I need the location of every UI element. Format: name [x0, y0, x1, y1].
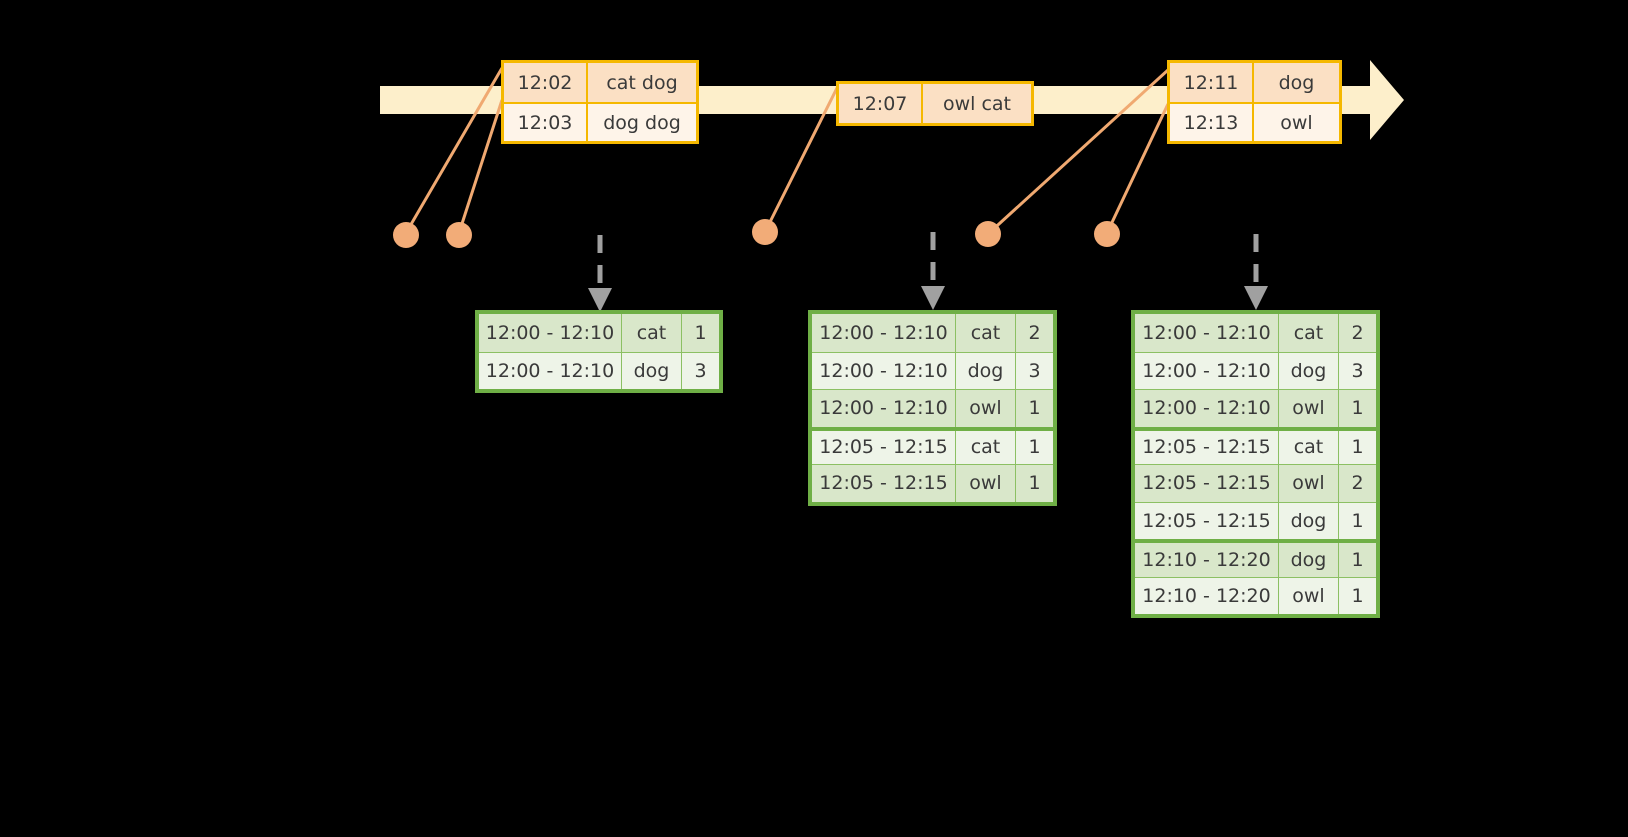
table-row[interactable]: 12:05 - 12:15 cat 1	[812, 426, 1053, 464]
cell-window: 12:00 - 12:10	[812, 314, 956, 352]
cell-count: 2	[1339, 314, 1376, 352]
event-dot-2	[446, 222, 472, 248]
cell-word: owl	[956, 465, 1016, 502]
cell-word: cat	[1279, 430, 1339, 464]
cell-window: 12:10 - 12:20	[1135, 577, 1279, 614]
cell-count: 3	[1339, 352, 1376, 389]
cell-word: cat	[622, 314, 682, 352]
cell-count: 1	[1339, 577, 1376, 614]
cell-window: 12:00 - 12:10	[812, 390, 956, 427]
table-row[interactable]: 12:00 - 12:10 dog 3	[1135, 351, 1376, 389]
cell-count: 3	[1016, 352, 1053, 389]
cell-window: 12:05 - 12:15	[812, 430, 956, 464]
cell-word: dog	[1279, 352, 1339, 389]
timeline-event-group-2[interactable]: 12:07 owl cat	[836, 81, 1034, 126]
cell-word: dog	[1279, 502, 1339, 539]
connector-line-1	[404, 67, 504, 234]
cell-window: 12:00 - 12:10	[1135, 352, 1279, 389]
cell-window: 12:05 - 12:15	[1135, 465, 1279, 502]
table-row[interactable]: 12:00 - 12:10 dog 3	[479, 351, 719, 389]
cell-count: 3	[682, 352, 719, 389]
timeline-event-row[interactable]: 12:02 cat dog	[504, 63, 696, 102]
cell-count: 1	[1016, 465, 1053, 502]
table-row[interactable]: 12:00 - 12:10 cat 2	[812, 314, 1053, 352]
cell-count: 2	[1339, 465, 1376, 502]
cell-word: owl	[1279, 465, 1339, 502]
table-row[interactable]: 12:05 - 12:15 dog 1	[1135, 501, 1376, 539]
table-row[interactable]: 12:00 - 12:10 owl 1	[812, 389, 1053, 427]
timeline-event-row[interactable]: 12:13 owl	[1170, 102, 1339, 141]
event-dot-4	[975, 221, 1001, 247]
connector-line-5	[1105, 103, 1170, 234]
timeline-event-group-3[interactable]: 12:11 dog 12:13 owl	[1167, 60, 1342, 144]
event-words: owl cat	[923, 84, 1031, 123]
event-dot-3	[752, 219, 778, 245]
table-row[interactable]: 12:00 - 12:10 cat 2	[1135, 314, 1376, 352]
event-time: 12:02	[504, 63, 588, 102]
dashed-arrow-3	[1244, 234, 1268, 310]
table-row[interactable]: 12:10 - 12:20 dog 1	[1135, 539, 1376, 577]
cell-window: 12:05 - 12:15	[812, 465, 956, 502]
cell-count: 1	[1339, 430, 1376, 464]
cell-window: 12:00 - 12:10	[479, 314, 622, 352]
timeline-event-row[interactable]: 12:03 dog dog	[504, 102, 696, 141]
cell-count: 2	[1016, 314, 1053, 352]
table-row[interactable]: 12:00 - 12:10 owl 1	[1135, 389, 1376, 427]
cell-count: 1	[682, 314, 719, 352]
table-row[interactable]: 12:00 - 12:10 cat 1	[479, 314, 719, 352]
cell-word: cat	[956, 314, 1016, 352]
cell-count: 1	[1016, 390, 1053, 427]
cell-window: 12:00 - 12:10	[812, 352, 956, 389]
cell-word: dog	[1279, 543, 1339, 577]
event-time: 12:03	[504, 104, 588, 141]
state-table-3[interactable]: 12:00 - 12:10 cat 2 12:00 - 12:10 dog 3 …	[1131, 310, 1380, 618]
dashed-arrow-2	[921, 232, 945, 310]
cell-count: 1	[1339, 502, 1376, 539]
event-time: 12:11	[1170, 63, 1254, 102]
cell-word: dog	[956, 352, 1016, 389]
event-words: cat dog	[588, 63, 696, 102]
table-row[interactable]: 12:05 - 12:15 cat 1	[1135, 426, 1376, 464]
cell-count: 1	[1016, 430, 1053, 464]
connector-line-3	[763, 85, 840, 233]
table-row[interactable]: 12:05 - 12:15 owl 1	[812, 464, 1053, 502]
cell-word: dog	[622, 352, 682, 389]
cell-word: cat	[1279, 314, 1339, 352]
event-dot-1	[393, 222, 419, 248]
connector-line-2	[457, 99, 504, 234]
cell-window: 12:10 - 12:20	[1135, 543, 1279, 577]
cell-window: 12:05 - 12:15	[1135, 430, 1279, 464]
event-words: owl	[1254, 104, 1339, 141]
table-row[interactable]: 12:00 - 12:10 dog 3	[812, 351, 1053, 389]
table-row[interactable]: 12:10 - 12:20 owl 1	[1135, 576, 1376, 614]
dashed-arrow-1	[588, 235, 612, 312]
cell-count: 1	[1339, 390, 1376, 427]
event-dot-5	[1094, 221, 1120, 247]
cell-window: 12:00 - 12:10	[479, 352, 622, 389]
timeline-event-row[interactable]: 12:07 owl cat	[839, 84, 1031, 123]
cell-word: owl	[956, 390, 1016, 427]
timeline-event-row[interactable]: 12:11 dog	[1170, 63, 1339, 102]
cell-count: 1	[1339, 543, 1376, 577]
cell-window: 12:00 - 12:10	[1135, 314, 1279, 352]
cell-window: 12:00 - 12:10	[1135, 390, 1279, 427]
cell-window: 12:05 - 12:15	[1135, 502, 1279, 539]
cell-word: owl	[1279, 390, 1339, 427]
table-row[interactable]: 12:05 - 12:15 owl 2	[1135, 464, 1376, 502]
event-words: dog	[1254, 63, 1339, 102]
state-table-2[interactable]: 12:00 - 12:10 cat 2 12:00 - 12:10 dog 3 …	[808, 310, 1057, 506]
cell-word: cat	[956, 430, 1016, 464]
event-time: 12:07	[839, 84, 923, 123]
cell-word: owl	[1279, 577, 1339, 614]
event-words: dog dog	[588, 104, 696, 141]
timeline-event-group-1[interactable]: 12:02 cat dog 12:03 dog dog	[501, 60, 699, 144]
event-time: 12:13	[1170, 104, 1254, 141]
state-table-1[interactable]: 12:00 - 12:10 cat 1 12:00 - 12:10 dog 3	[475, 310, 723, 393]
